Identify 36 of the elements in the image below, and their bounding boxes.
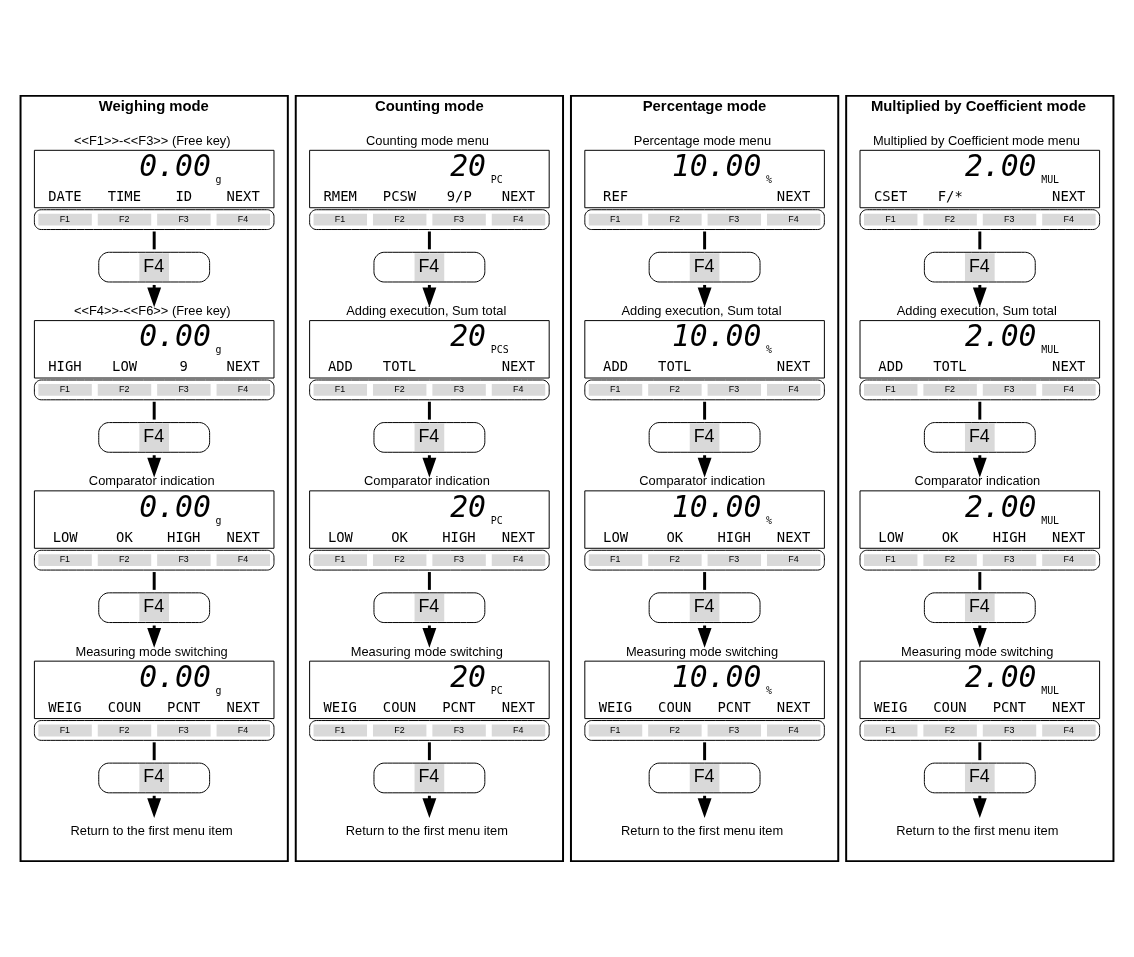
connector (152, 742, 156, 761)
node-text: Return to the first menu item (620, 822, 784, 838)
node-label: Adding execution, Sum total (346, 303, 507, 319)
connector (703, 742, 707, 761)
node-label: Measuring mode switching (75, 643, 228, 659)
node-label: Comparator indication (88, 473, 215, 489)
node-label: Comparator indication (639, 473, 766, 489)
node-label: Measuring mode switching (350, 643, 503, 659)
node-label: Comparator indication (914, 473, 1041, 489)
connector (427, 572, 431, 590)
connector (427, 231, 431, 250)
connector (152, 401, 156, 420)
node-text: Return to the first menu item (345, 822, 508, 838)
connector (152, 572, 156, 590)
connector (978, 742, 982, 761)
connector (703, 231, 707, 250)
connector (978, 231, 982, 250)
node-label: Adding execution, Sum total (896, 303, 1057, 319)
node-text: Return to the first menu item (70, 822, 233, 838)
node-label: <<F1>>-<<F3>> (Free key) (74, 132, 231, 148)
connector (427, 742, 431, 761)
connector (978, 572, 982, 590)
connector (978, 401, 982, 420)
node-label: Percentage mode menu (633, 132, 772, 148)
node-label: Measuring mode switching (901, 643, 1054, 659)
connector (703, 401, 707, 420)
node-text: Return to the first menu item (896, 822, 1059, 838)
connector (427, 401, 431, 420)
node-label: Comparator indication (364, 473, 490, 489)
connector (703, 572, 707, 590)
node-label: Counting mode menu (366, 132, 490, 148)
node-label: Measuring mode switching (625, 643, 779, 659)
node-label: Multiplied by Coefficient mode menu (872, 132, 1080, 148)
node-label: <<F4>>-<<F6>> (Free key) (74, 303, 231, 319)
connector (152, 231, 156, 250)
node-label: Adding execution, Sum total (621, 303, 782, 319)
